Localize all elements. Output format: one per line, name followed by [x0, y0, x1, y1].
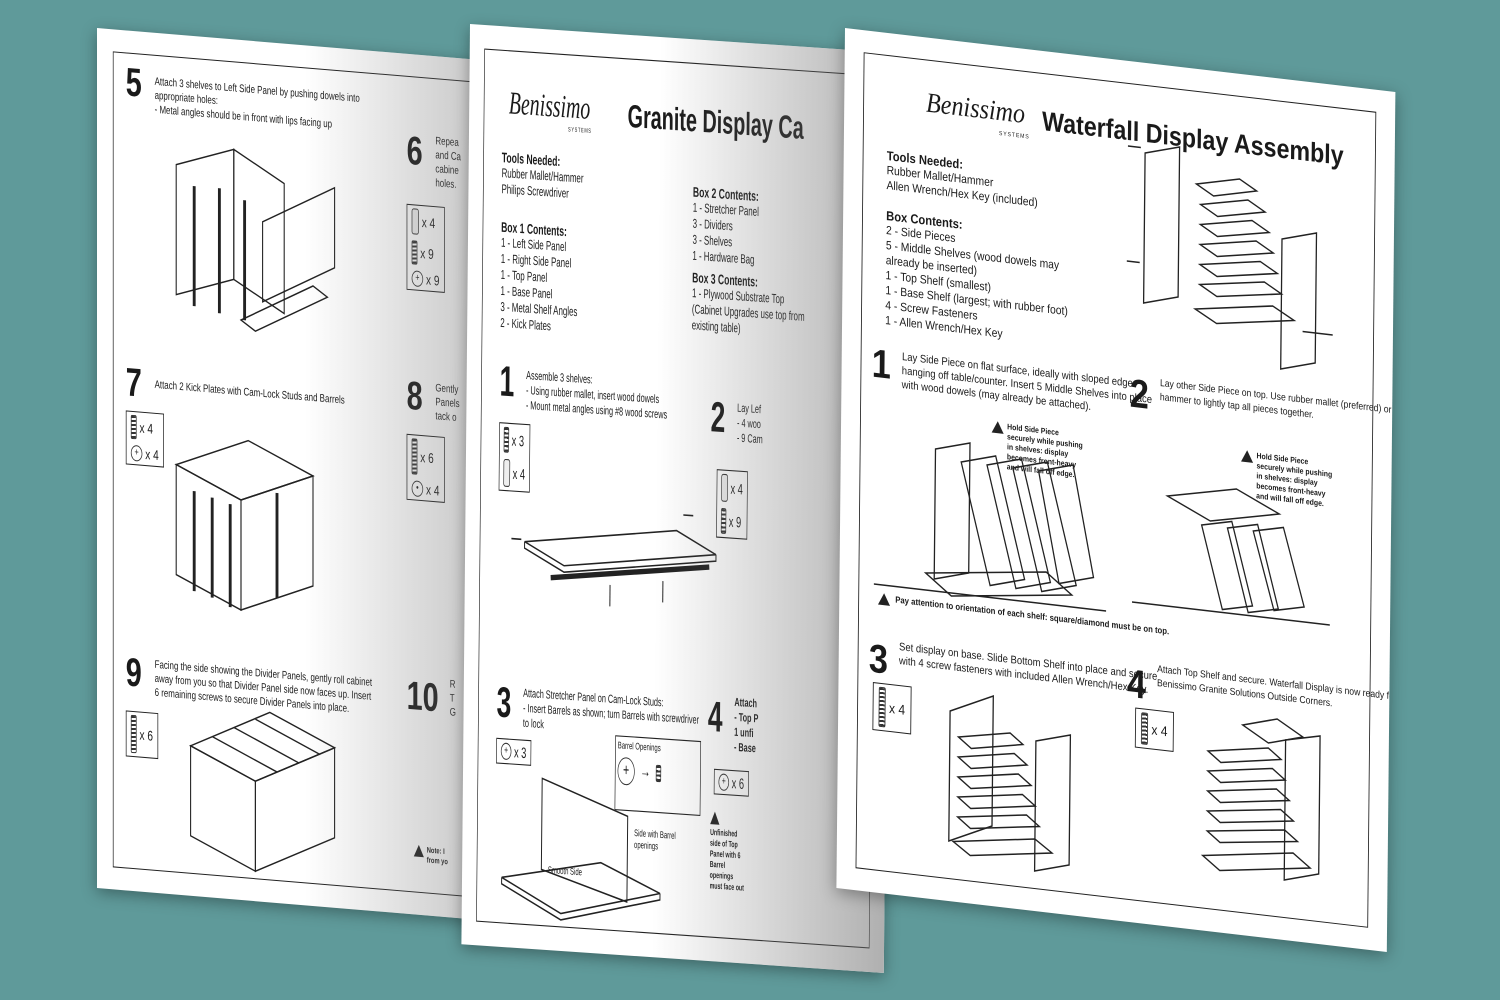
step-number: 1 — [871, 341, 892, 388]
step-instructions: Lay Lef- 4 woo- 9 Cam — [736, 401, 763, 447]
step-number: 2 — [710, 393, 726, 442]
instruction-sheet-cabinet-steps: 5 Attach 3 shelves to Left Side Panel by… — [97, 28, 558, 927]
box1-contents: Box 1 Contents: 1 - Left Side Panel 1 - … — [500, 218, 578, 334]
hardware-box: x 3 x 4 — [498, 422, 531, 493]
barrel-icon: + — [500, 742, 512, 761]
step-number: 2 — [1129, 371, 1150, 418]
arrow-right-icon: → — [639, 762, 651, 782]
barrel-icon: + — [617, 756, 635, 786]
shelf-assembly-illustration — [511, 498, 723, 619]
stretcher-panel-illustration — [501, 776, 674, 938]
dowel-icon — [721, 473, 728, 502]
step-number: 10 — [406, 673, 439, 721]
side-piece-shelves-illustration — [874, 412, 1108, 619]
cam-lock-icon: + — [411, 270, 424, 288]
step-instructions: Assemble 3 shelves:- Using rubber mallet… — [525, 369, 668, 422]
dowel-icon — [503, 458, 511, 488]
hardware-box: x 6 — [125, 710, 158, 760]
hardware-box: x 4 — [872, 682, 912, 735]
step-number: 4 — [1126, 661, 1147, 708]
cam-stud-icon — [130, 414, 137, 440]
barrel-icon: + — [718, 773, 730, 792]
step-number: 9 — [125, 650, 142, 696]
step-number: 3 — [868, 636, 889, 683]
waterfall-complete-illustration — [1189, 709, 1337, 906]
screw-icon — [411, 438, 418, 475]
hardware-box: x 4 +x 4 — [125, 410, 164, 468]
step-number: 8 — [406, 373, 423, 420]
box-contents: Box Contents: 2 - Side Pieces 5 - Middle… — [885, 208, 1068, 341]
step-number: 5 — [125, 60, 142, 106]
warning-icon — [413, 844, 424, 858]
step-number: 1 — [499, 357, 515, 407]
screw-icon — [503, 426, 510, 453]
screw-icon — [130, 714, 137, 754]
step-number: 4 — [707, 693, 723, 742]
cabinet-divider-screws-illustration — [183, 705, 349, 879]
hardware-box: +x 6 — [713, 768, 749, 797]
smooth-side-label: Smooth Side — [547, 864, 583, 878]
box3-contents: Box 3 Contents: 1 - Plywood Substrate To… — [691, 269, 805, 336]
step-number: 7 — [125, 360, 142, 406]
box2-contents: Box 2 Contents: 1 - Stretcher Panel 3 - … — [692, 183, 759, 268]
hardware-box: x 4 x 9 — [716, 469, 748, 540]
warning-icon — [1241, 449, 1254, 463]
screw-icon — [1140, 712, 1149, 745]
hardware-box: x 4 — [1134, 707, 1174, 752]
side-piece-top-illustration — [1132, 462, 1331, 635]
step-number: 6 — [406, 128, 423, 175]
hardware-box: x 4 x 9 +x 9 — [406, 203, 445, 293]
step-instructions: Attach- Top P 1 unfi- Base — [733, 696, 759, 756]
screw-icon — [411, 240, 418, 265]
waterfall-base-illustration — [923, 688, 1097, 888]
instruction-sheet-granite-display: Benissimo SYSTEMS Granite Display Ca Too… — [461, 24, 893, 973]
warning-icon — [877, 592, 891, 606]
barrel-icon: + — [130, 444, 143, 462]
rubber-foot-icon: • — [411, 480, 424, 498]
tools-needed: Tools Needed: Rubber Mallet/Hammer Phili… — [501, 149, 584, 201]
step-number: 3 — [496, 678, 512, 728]
dowel-icon — [411, 208, 419, 235]
cam-stud-icon — [655, 764, 662, 783]
cabinet-shelves-illustration — [169, 144, 349, 339]
waterfall-exploded-illustration — [1126, 141, 1334, 365]
warning-icon — [710, 811, 720, 825]
hardware-box: x 6 •x 4 — [406, 433, 445, 503]
cabinet-kick-plates-illustration — [169, 434, 335, 618]
screw-icon — [878, 686, 886, 728]
instruction-sheet-waterfall-display: Benissimo SYSTEMS Waterfall Display Asse… — [836, 28, 1396, 952]
cam-stud-icon — [720, 507, 727, 534]
brand-logo: Benissimo — [508, 85, 591, 127]
hardware-box: +x 3 — [496, 737, 532, 766]
